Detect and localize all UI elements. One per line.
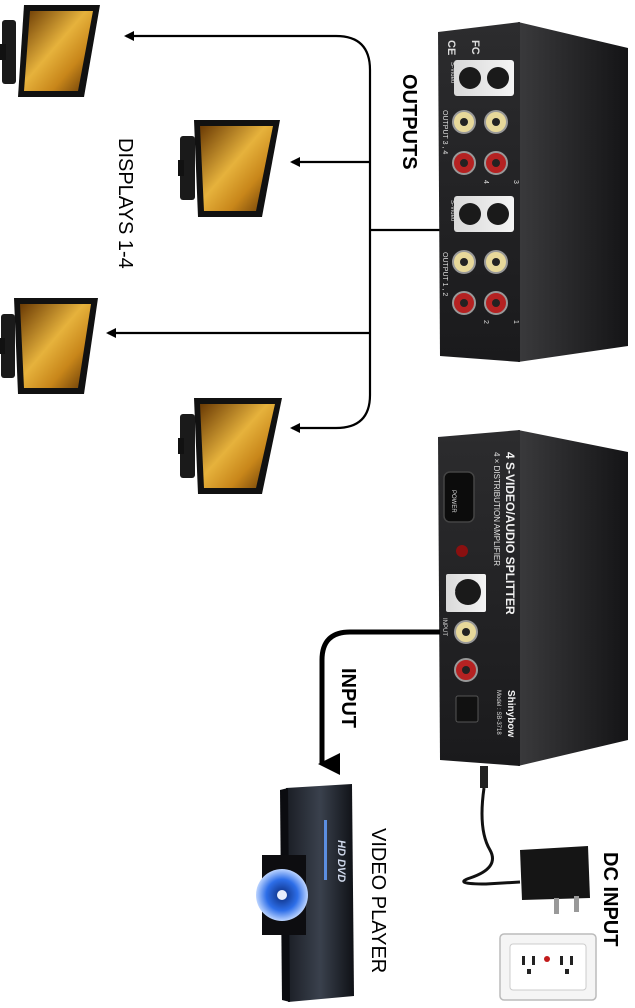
brand-label: Shinybow: [505, 690, 516, 737]
port-number-4: 4: [482, 180, 489, 184]
output-34-label: OUTPUT 3 , 4: [441, 110, 448, 154]
splitter-rear-panel: FC CE OUTPUT 3 , 4 OUTPUT 1 , 2 S-Video …: [438, 22, 628, 362]
dc-input-label: DC INPUT: [599, 852, 621, 946]
arrow-to-display-1: [124, 31, 372, 230]
rca-ports-output-12: [452, 250, 508, 315]
power-label: POWER: [450, 490, 456, 513]
arrow-to-display-4: [290, 230, 372, 433]
dc-jack: [455, 695, 479, 723]
fcc-mark: FC: [469, 40, 481, 55]
output-12-label: OUTPUT 1 , 2: [441, 252, 448, 296]
product-title: 4 S-VIDEO/AUDIO SPLITTER: [503, 452, 517, 615]
outputs-label: OUTPUTS: [398, 74, 420, 170]
svideo-label-out-12: S-Video: [449, 200, 455, 222]
player-brand: HD DVD: [335, 840, 347, 882]
model-label: Model : SB-3718: [495, 690, 501, 735]
port-number-3: 3: [512, 180, 519, 184]
power-led: [456, 545, 468, 557]
display-2: [178, 120, 280, 217]
display-3: [0, 298, 98, 394]
ce-mark: CE: [445, 40, 457, 55]
splitter-front-panel: 4 S-VIDEO/AUDIO SPLITTER 4 × DISTRIBUTIO…: [438, 430, 628, 766]
product-subtitle: 4 × DISTRIBUTION AMPLIFIER: [492, 452, 501, 566]
display-4: [178, 398, 282, 494]
dc-power-cable: [462, 766, 521, 886]
input-arrow: [318, 629, 440, 775]
wall-outlet: [499, 933, 597, 1001]
display-1: [0, 5, 100, 97]
port-number-1: 1: [512, 320, 519, 324]
video-player-label: VIDEO PLAYER: [367, 828, 389, 973]
svideo-label-out-34: S-Video: [449, 62, 455, 84]
displays-label: DISPLAYS 1-4: [114, 138, 136, 269]
port-number-2: 2: [482, 320, 489, 324]
input-port-label: INPUT: [441, 618, 447, 636]
rca-ports-output-34: [452, 110, 508, 175]
power-switch: [443, 471, 475, 523]
svideo-label-in: S-Video: [449, 578, 455, 600]
dc-adapter: [520, 846, 590, 914]
input-label: INPUT: [337, 668, 359, 728]
video-player: HD DVD: [256, 784, 354, 1002]
output-arrows: [106, 31, 440, 433]
